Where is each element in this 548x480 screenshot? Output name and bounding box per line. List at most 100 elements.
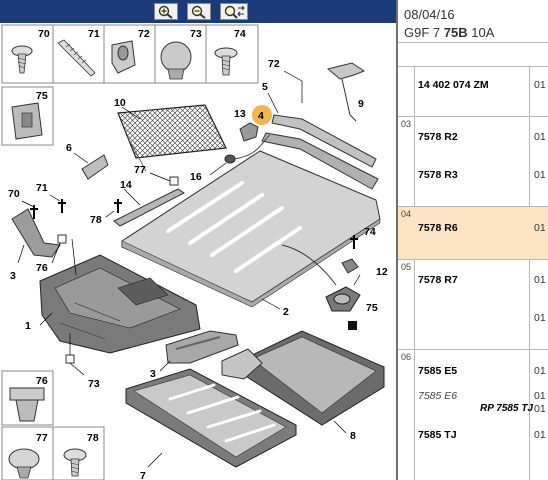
- thumb-label-76: 76: [36, 375, 48, 387]
- screw-74-thumbnail[interactable]: 74: [214, 28, 246, 76]
- thumb-label-77: 77: [36, 432, 48, 444]
- callout-3-right: 3: [150, 368, 156, 380]
- magnifier-minus-icon: [191, 5, 206, 19]
- callout-73: 73: [88, 378, 100, 390]
- callout-78-group: 78: [90, 199, 122, 226]
- callout-6: 6: [66, 142, 72, 154]
- panel-rule: [398, 116, 548, 117]
- clip-72-thumbnail[interactable]: 72: [111, 28, 150, 74]
- callout-14: 14: [120, 179, 132, 191]
- section-number: 05: [401, 262, 412, 272]
- rail-strip-14[interactable]: 14: [113, 179, 185, 227]
- callout-74: 74: [364, 226, 376, 238]
- plug-73-thumbnail[interactable]: 73: [160, 28, 202, 80]
- cargo-net-10[interactable]: 10: [114, 97, 227, 171]
- part-quantity: 01: [534, 79, 546, 91]
- side-trim-3-left[interactable]: 3: [10, 208, 61, 282]
- callout-70-71-group: 70 71: [8, 182, 66, 219]
- part-quantity: 01: [534, 403, 546, 415]
- panel-rule: [398, 259, 548, 260]
- catalog-code-prefix: G9F 7: [404, 25, 441, 40]
- callout-2: 2: [283, 306, 289, 318]
- thumb-label-71: 71: [88, 28, 100, 40]
- screw-78-thumbnail[interactable]: 78: [63, 432, 99, 477]
- callout-16: 16: [190, 171, 202, 183]
- callout-4: 4: [258, 110, 264, 122]
- strap-9[interactable]: 9: [326, 62, 366, 122]
- callout-75: 75: [366, 302, 378, 314]
- part-reference-alt: 7585 E6: [418, 390, 458, 402]
- callout-5: 5: [262, 81, 268, 93]
- floor-panel-2[interactable]: 2: [121, 150, 381, 318]
- anchor-assembly-12[interactable]: 74 12 75: [281, 226, 388, 330]
- callout-70: 70: [8, 188, 20, 200]
- thumb-label-70: 70: [38, 28, 50, 40]
- callout-77-group: 77: [134, 164, 179, 186]
- catalog-code-suffix: 10A: [471, 25, 495, 40]
- section-number: 06: [401, 352, 412, 362]
- panel-column-rule: [414, 66, 415, 480]
- part-reference: 7578 R6: [418, 222, 458, 234]
- catalog-date: 08/04/16: [404, 7, 455, 22]
- callout-7: 7: [140, 470, 146, 480]
- callout-78: 78: [90, 214, 102, 226]
- catalog-code: G9F 7 75B 10A: [404, 25, 494, 40]
- thumb-label-72: 72: [138, 28, 150, 40]
- callout-73-group: 73: [65, 333, 100, 390]
- part-quantity: 01: [534, 365, 546, 377]
- front-floor-tray-1[interactable]: 1: [25, 254, 201, 354]
- connector-16[interactable]: 16: [190, 134, 271, 183]
- panel-rule: [398, 349, 548, 350]
- clip-76-thumbnail[interactable]: 76: [9, 375, 48, 422]
- callout-76-group: 76: [36, 234, 77, 276]
- rear-floor-mat-8[interactable]: 8: [243, 330, 385, 442]
- callout-9: 9: [358, 98, 364, 110]
- callout-1: 1: [25, 320, 31, 332]
- bracket-6[interactable]: 6: [66, 142, 109, 180]
- callout-77: 77: [134, 164, 146, 176]
- zoom-out-button[interactable]: [187, 3, 211, 20]
- callout-3-left: 3: [10, 270, 16, 282]
- thumb-label-73: 73: [190, 28, 202, 40]
- section-number: 04: [401, 209, 412, 219]
- viewer-panel-divider: [396, 0, 398, 480]
- callout-71: 71: [36, 182, 48, 194]
- panel-rule: [398, 42, 548, 43]
- part-quantity: 01: [534, 131, 546, 143]
- zoom-in-button[interactable]: [154, 3, 178, 20]
- screw-70-thumbnail[interactable]: 70: [11, 28, 50, 74]
- magnifier-plus-icon: [158, 5, 173, 19]
- pad-4[interactable]: [221, 348, 263, 380]
- thumb-label-78: 78: [87, 432, 99, 444]
- callout-13: 13: [234, 108, 246, 120]
- callout-10: 10: [114, 97, 126, 109]
- catalog-code-bold: 75B: [443, 25, 468, 40]
- part-reference: 7585 E5: [418, 365, 458, 377]
- part-quantity: 01: [534, 274, 546, 286]
- part-reference: 7578 R2: [418, 131, 458, 143]
- part-quantity: 01: [534, 312, 546, 324]
- zoom-fit-button[interactable]: [220, 3, 248, 20]
- callout-8: 8: [350, 430, 356, 442]
- plug-77-thumbnail[interactable]: 77: [8, 432, 48, 479]
- panel-rule: [398, 66, 548, 67]
- replacement-reference: RP 7585 TJ: [480, 403, 533, 414]
- part-quantity: 01: [534, 169, 546, 181]
- callout-12: 12: [376, 266, 388, 278]
- callout-72-group: 72: [268, 58, 303, 103]
- fastener-thumbnails-bottom: 76 77 78: [1, 370, 105, 480]
- side-trim-3-right[interactable]: 3: [150, 330, 239, 380]
- sill-trim-5[interactable]: 5: [261, 81, 379, 190]
- fastener-thumbnails-top: 70 71 72 73: [1, 24, 259, 84]
- screw-71-thumbnail[interactable]: 71: [57, 28, 100, 77]
- part-quantity: 01: [534, 429, 546, 441]
- part-reference: 7578 R7: [418, 274, 458, 286]
- highlighted-callout-4[interactable]: 4: [252, 105, 272, 125]
- diagram-viewer[interactable]: 70 71 72 73: [0, 0, 396, 480]
- section-number: 03: [401, 119, 412, 129]
- floor-mat-7[interactable]: 7: [125, 368, 297, 480]
- bracket-75-thumbnail[interactable]: 75: [1, 86, 54, 146]
- callout-72: 72: [268, 58, 280, 70]
- exploded-parts-diagram: 70 71 72 73: [1, 24, 388, 480]
- cap-13[interactable]: 13: [234, 108, 259, 142]
